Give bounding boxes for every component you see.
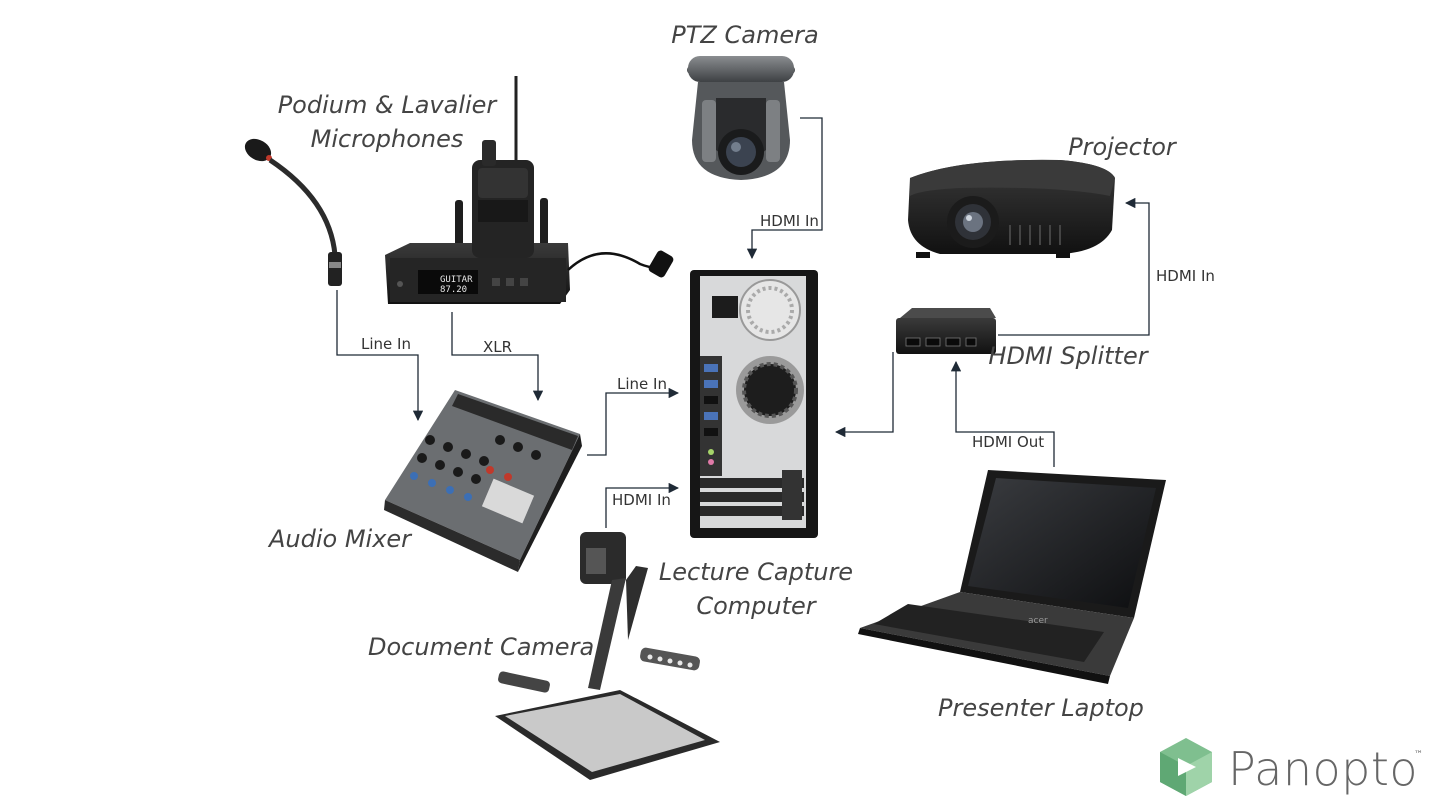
presenter-laptop-image: acer [858, 470, 1166, 684]
ptz-to-computer-line [746, 117, 823, 260]
connector-lines [336, 117, 1150, 528]
mixer-line-in-label: Line In [617, 375, 667, 393]
audio-mixer-label: Audio Mixer [268, 525, 412, 553]
projector-image [908, 159, 1115, 258]
microphones-label-line2: Microphones [310, 125, 464, 153]
panopto-logo-text: Panopto [1228, 742, 1419, 796]
hdmi-splitter-label: HDMI Splitter [988, 342, 1148, 370]
projector-hdmi-in-label: HDMI In [1156, 267, 1215, 285]
projector-label: Projector [1068, 133, 1176, 161]
microphones-label: Podium & Lavalier Microphones [262, 88, 512, 156]
laptop-to-splitter-line [950, 360, 1055, 467]
lecture-capture-label-line2: Computer [696, 592, 816, 620]
doccam-hdmi-in-label: HDMI In [612, 491, 671, 509]
receiver-xlr-label: XLR [483, 338, 513, 356]
trademark-mark: ™ [1414, 750, 1423, 760]
lecture-capture-label: Lecture Capture Computer [656, 555, 856, 623]
wireless-receiver-image: GUITAR 87.20 [385, 76, 674, 304]
laptop-brand-text: acer [1028, 616, 1048, 626]
splitter-to-projector-line [998, 197, 1150, 336]
mixer-to-computer-line [587, 387, 680, 456]
receiver-to-mixer-line [451, 312, 544, 402]
lecture-capture-label-line1: Lecture Capture [658, 558, 854, 586]
lecture-capture-computer-image [690, 270, 818, 538]
audio-mixer-image [384, 390, 582, 572]
microphones-label-line1: Podium & Lavalier [277, 91, 497, 119]
doccam-to-computer-line [605, 482, 680, 528]
document-camera-image [495, 532, 720, 780]
ptz-hdmi-in-label: HDMI In [760, 212, 819, 230]
splitter-to-computer-line [834, 352, 894, 438]
ptz-camera-label: PTZ Camera [671, 21, 819, 49]
mic-to-mixer-line [336, 290, 424, 422]
receiver-display-line2: 87.20 [440, 285, 467, 295]
hdmi-splitter-image [896, 308, 996, 354]
ptz-camera-image [687, 56, 795, 180]
presenter-laptop-label: Presenter Laptop [938, 694, 1144, 722]
receiver-display-line1: GUITAR [440, 275, 473, 285]
gooseneck-microphone-image [244, 138, 342, 286]
panopto-logo-icon [1160, 738, 1212, 796]
document-camera-label: Document Camera [368, 633, 595, 661]
mic-line-in-label: Line In [361, 335, 411, 353]
laptop-hdmi-out-label: HDMI Out [972, 433, 1045, 451]
